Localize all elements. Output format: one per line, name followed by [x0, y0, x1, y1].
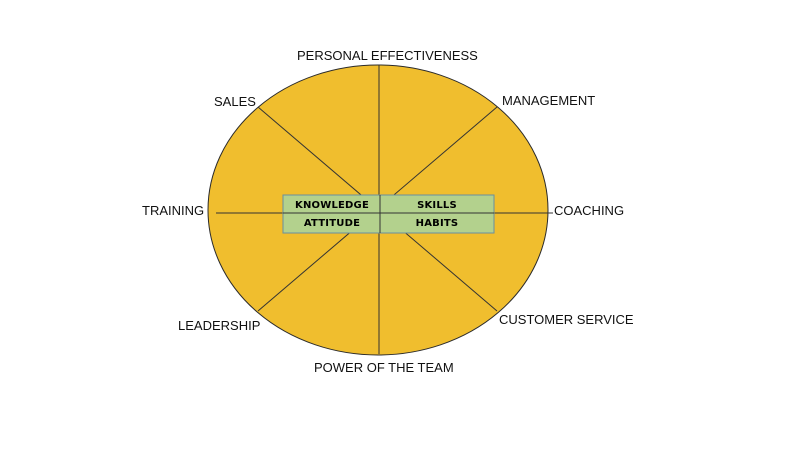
label-personal-effectiveness: PERSONAL EFFECTIVENESS	[297, 48, 478, 63]
skills-cell: SKILLS	[417, 200, 457, 211]
label-coaching: COACHING	[554, 203, 625, 218]
knowledge-cell: KNOWLEDGE	[295, 200, 369, 211]
habits-cell: HABITS	[416, 218, 459, 229]
label-customer-service: CUSTOMER SERVICE	[499, 312, 634, 327]
attitude-cell: ATTITUDE	[304, 218, 360, 229]
center-grid: KNOWLEDGE SKILLS ATTITUDE HABITS	[282, 194, 495, 234]
center-grid-box	[282, 194, 495, 234]
label-leadership: LEADERSHIP	[178, 318, 261, 333]
label-training: TRAINING	[142, 203, 205, 218]
label-management: MANAGEMENT	[502, 93, 596, 108]
label-sales: SALES	[214, 94, 256, 109]
label-power-of-the-team: POWER OF THE TEAM	[314, 360, 454, 375]
